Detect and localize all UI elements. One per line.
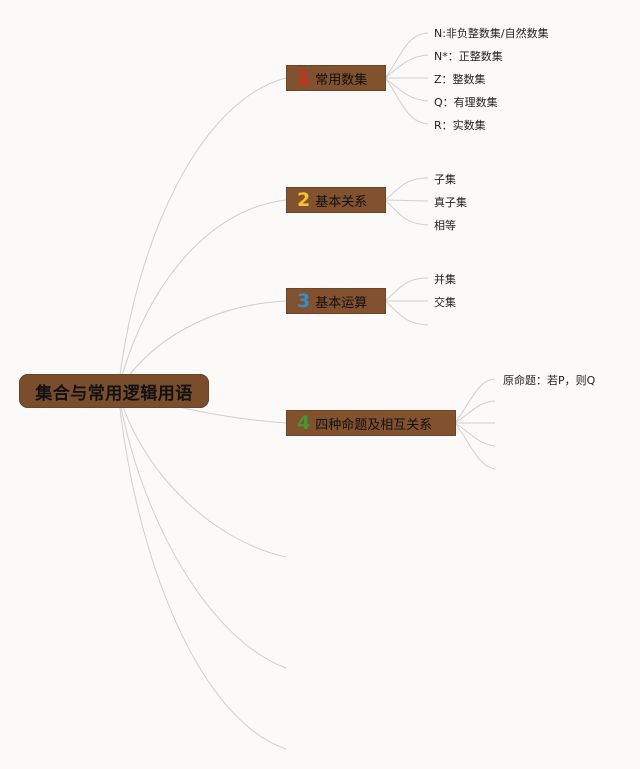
leaf-1-5[interactable]: R：实数集 <box>434 119 486 132</box>
branch-label-1: 常用数集 <box>315 72 368 88</box>
leaf-3-2[interactable]: 交集 <box>434 296 456 309</box>
branch-node-1[interactable]: 1 常用数集 <box>286 65 386 91</box>
leaf-2-2[interactable]: 真子集 <box>434 196 467 209</box>
leaf-1-2[interactable]: N*：正整数集 <box>434 50 503 63</box>
branch-label-2: 基本关系 <box>315 194 368 210</box>
leaf-1-3[interactable]: Z：整数集 <box>434 73 486 86</box>
branch-node-2[interactable]: 2 基本关系 <box>286 187 386 213</box>
branch-number-3: 3 <box>297 289 311 312</box>
branch-node-3[interactable]: 3 基本运算 <box>286 288 386 314</box>
branch-number-1: 1 <box>297 66 311 89</box>
branch-number-2: 2 <box>297 188 311 211</box>
branch-node-4[interactable]: 4 四种命题及相互关系 <box>286 410 456 436</box>
branch-label-3: 基本运算 <box>315 295 368 311</box>
leaf-2-3[interactable]: 相等 <box>434 219 456 232</box>
root-node[interactable]: 集合与常用逻辑用语 <box>19 374 209 408</box>
branch-number-4: 4 <box>297 411 311 434</box>
leaf-3-1[interactable]: 并集 <box>434 273 456 286</box>
leaf-2-1[interactable]: 子集 <box>434 173 456 186</box>
branch-label-4: 四种命题及相互关系 <box>315 417 433 433</box>
leaf-1-1[interactable]: N:非负整数集/自然数集 <box>434 27 549 40</box>
leaf-1-4[interactable]: Q：有理数集 <box>434 96 498 109</box>
root-label: 集合与常用逻辑用语 <box>35 383 193 404</box>
leaf-4-1[interactable]: 原命题：若P，则Q <box>503 374 596 387</box>
